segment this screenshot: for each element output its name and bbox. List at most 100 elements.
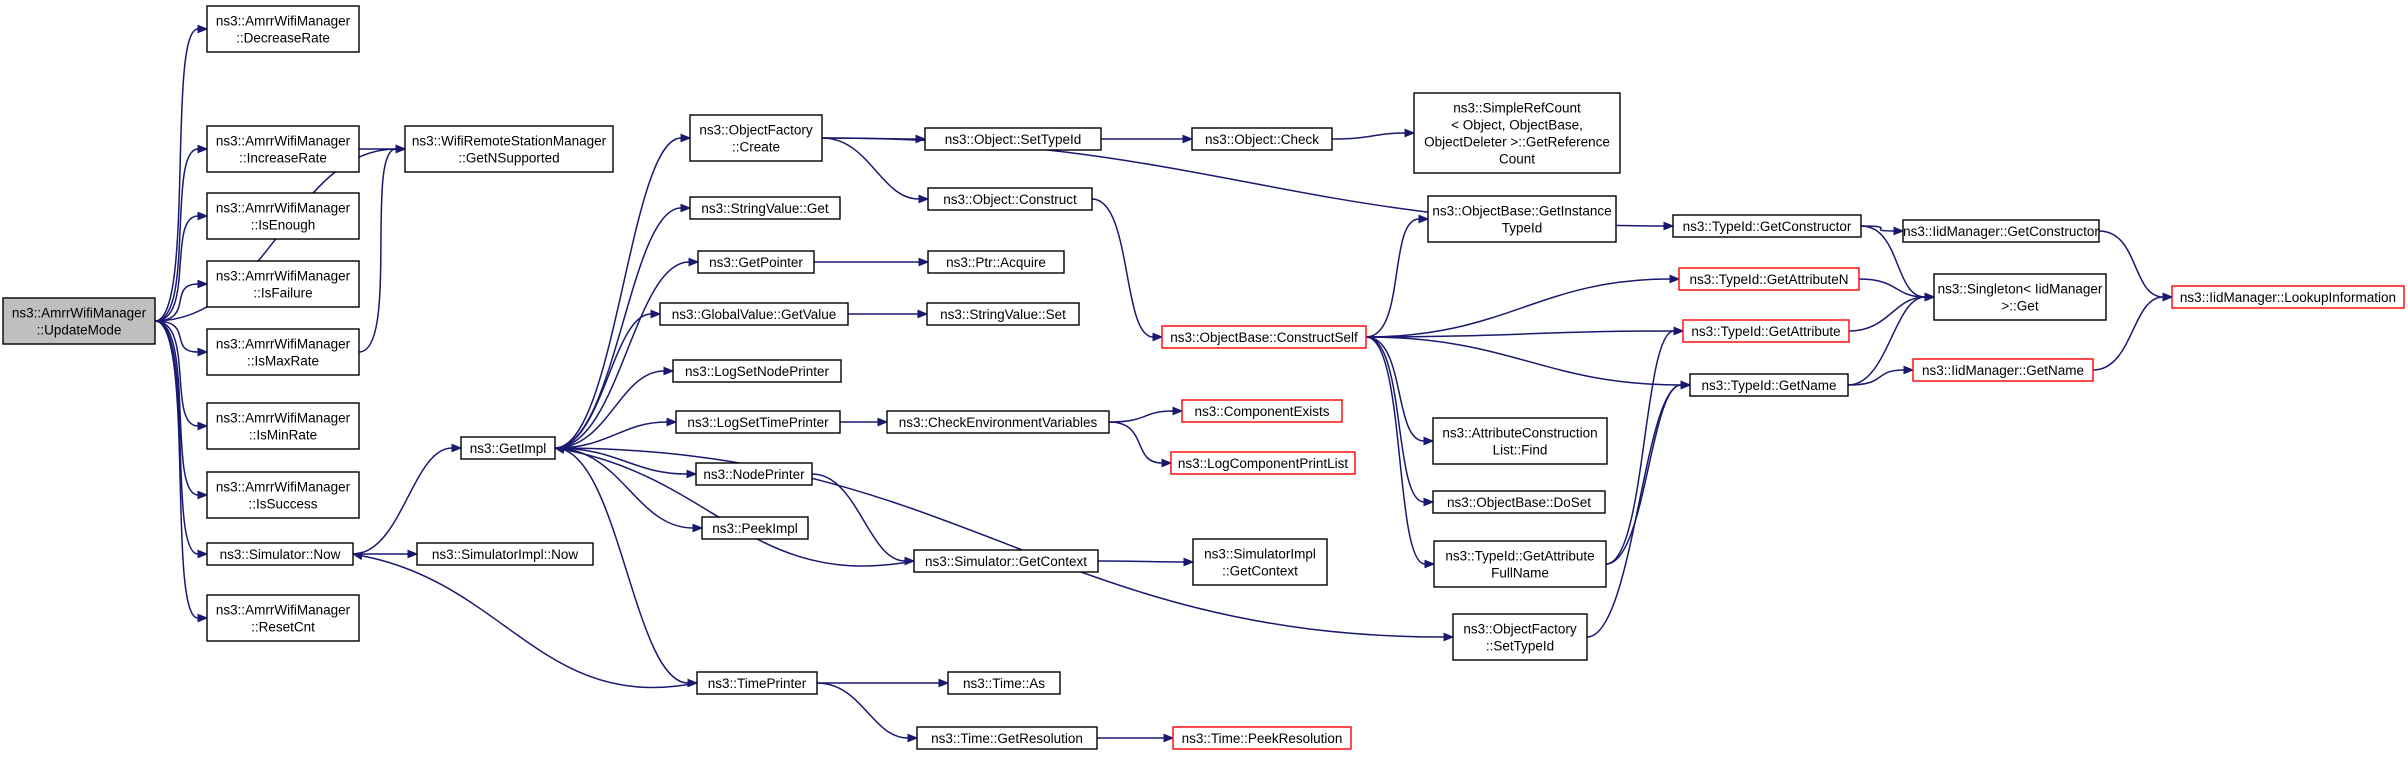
edge-line: [154, 320, 199, 496]
node-label-line: ns3::SimulatorImpl: [1204, 546, 1316, 561]
node-box: [206, 594, 360, 642]
node-box: [1192, 538, 1328, 586]
node-is-min-rate[interactable]: ns3::AmrrWifiManager::IsMinRate: [206, 402, 360, 450]
node-is-success[interactable]: ns3::AmrrWifiManager::IsSuccess: [206, 471, 360, 519]
edge-line: [1108, 421, 1163, 464]
node-label-line: ::IsMaxRate: [247, 353, 319, 368]
arrowhead-icon: [1680, 380, 1692, 390]
node-check-env-vars[interactable]: ns3::CheckEnvironmentVariables: [886, 410, 1110, 434]
edge-line: [1331, 132, 1406, 140]
node-typeid-getattributen[interactable]: ns3::TypeId::GetAttributeN: [1678, 267, 1860, 291]
node-objectfactory-settypeid[interactable]: ns3::ObjectFactory::SetTypeId: [1452, 613, 1588, 661]
node-logset-timeprinter[interactable]: ns3::LogSetTimePrinter: [675, 410, 841, 434]
edge-line: [554, 421, 668, 449]
node-box: [1672, 214, 1862, 238]
edge-time_printer-to-time_getresolution: [816, 682, 919, 743]
node-label-line: ns3::TypeId::GetAttributeN: [1689, 272, 1848, 287]
node-iidmanager-getname[interactable]: ns3::IidManager::GetName: [1912, 358, 2094, 382]
edge-line: [358, 148, 397, 353]
node-get-n-supported[interactable]: ns3::WifiRemoteStationManager::GetNSuppo…: [404, 125, 614, 173]
node-iidmanager-lookupinformation[interactable]: ns3::IidManager::LookupInformation: [2171, 285, 2405, 309]
node-label-line: ns3::AmrrWifiManager: [216, 268, 351, 283]
node-node-printer[interactable]: ns3::NodePrinter: [695, 462, 813, 486]
node-typeid-getattribute[interactable]: ns3::TypeId::GetAttribute: [1682, 319, 1850, 343]
node-stringvalue-get[interactable]: ns3::StringValue::Get: [689, 196, 841, 220]
node-simulator-now[interactable]: ns3::Simulator::Now: [206, 542, 354, 566]
arrowhead-icon: [1669, 274, 1681, 284]
node-objectfactory-create[interactable]: ns3::ObjectFactory::Create: [689, 114, 823, 162]
node-object-construct[interactable]: ns3::Object::Construct: [927, 187, 1093, 211]
node-reset-cnt[interactable]: ns3::AmrrWifiManager::ResetCnt: [206, 594, 360, 642]
arrowhead-icon: [451, 443, 463, 453]
edge-line: [554, 313, 652, 449]
node-iidmanager-getconstructor[interactable]: ns3::IidManager::GetConstructor: [1902, 219, 2100, 243]
node-typeid-getname[interactable]: ns3::TypeId::GetName: [1689, 373, 1849, 397]
node-box: [1432, 417, 1608, 465]
arrowhead-icon: [1924, 292, 1936, 302]
node-get-pointer[interactable]: ns3::GetPointer: [697, 250, 815, 274]
node-box: [206, 402, 360, 450]
node-logcomponent-printlist[interactable]: ns3::LogComponentPrintList: [1170, 451, 1356, 475]
node-box: [947, 671, 1061, 695]
edge-typeid_getconstructor-to-iidmanager_getconstructor: [1860, 225, 1905, 236]
node-is-enough[interactable]: ns3::AmrrWifiManager::IsEnough: [206, 192, 360, 240]
node-label-line: ns3::GetImpl: [470, 441, 547, 456]
node-increase-rate[interactable]: ns3::AmrrWifiManager::IncreaseRate: [206, 125, 360, 173]
edge-line: [1848, 296, 1926, 332]
edge-get_impl-to-objectfactory_settypeid: [554, 447, 1455, 642]
node-typeid-getconstructor[interactable]: ns3::TypeId::GetConstructor: [1672, 214, 1862, 238]
node-box: [927, 250, 1065, 274]
node-ptr-acquire[interactable]: ns3::Ptr::Acquire: [927, 250, 1065, 274]
node-time-getresolution[interactable]: ns3::Time::GetResolution: [916, 726, 1098, 750]
node-simulatorimpl-now[interactable]: ns3::SimulatorImpl::Now: [416, 542, 594, 566]
node-stringvalue-set[interactable]: ns3::StringValue::Set: [926, 302, 1080, 326]
edge-line: [154, 148, 199, 322]
node-box: [416, 542, 594, 566]
node-singleton-get[interactable]: ns3::Singleton< IidManager >::Get: [1933, 273, 2107, 321]
node-logset-nodeprinter[interactable]: ns3::LogSetNodePrinter: [672, 359, 842, 383]
edge-line: [154, 320, 199, 555]
node-time-as[interactable]: ns3::Time::As: [947, 671, 1061, 695]
edge-get_impl-to-node_printer: [554, 447, 698, 479]
edge-line: [2098, 230, 2164, 298]
node-box: [206, 542, 354, 566]
node-time-peekresolution[interactable]: ns3::Time::PeekResolution: [1172, 726, 1352, 750]
arrowhead-icon: [197, 24, 209, 34]
node-object-settypeid[interactable]: ns3::Object::SetTypeId: [924, 127, 1102, 151]
edge-objectbase_constructself-to-typeid_getname: [1365, 336, 1692, 390]
arrowhead-icon: [650, 309, 662, 319]
node-simulatorimpl-getcontext[interactable]: ns3::SimulatorImpl::GetContext: [1192, 538, 1328, 586]
arrowhead-icon: [407, 549, 419, 559]
node-objectbase-doset[interactable]: ns3::ObjectBase::DoSet: [1432, 490, 1606, 514]
node-get-impl[interactable]: ns3::GetImpl: [460, 436, 556, 460]
node-label-line: ns3::AmrrWifiManager: [12, 305, 147, 320]
node-decrease-rate[interactable]: ns3::AmrrWifiManager::DecreaseRate: [206, 5, 360, 53]
arrowhead-icon: [1443, 632, 1455, 642]
node-label-line: ns3::GlobalValue::GetValue: [672, 307, 837, 322]
node-component-exists[interactable]: ns3::ComponentExists: [1181, 399, 1343, 423]
arrowhead-icon: [395, 144, 407, 154]
arrowhead-icon: [197, 549, 209, 559]
arrowhead-icon: [666, 417, 678, 427]
node-globalvalue-getvalue[interactable]: ns3::GlobalValue::GetValue: [659, 302, 849, 326]
node-label-line: ns3::IidManager::LookupInformation: [2180, 290, 2396, 305]
node-simplerefcount-getrefcount[interactable]: ns3::SimpleRefCount< Object, ObjectBase,…: [1413, 92, 1621, 174]
node-label-line: ns3::WifiRemoteStationManager: [412, 133, 607, 148]
node-object-check[interactable]: ns3::Object::Check: [1191, 127, 1333, 151]
edge-objectfactory_create-to-object_construct: [821, 137, 930, 204]
node-peek-impl[interactable]: ns3::PeekImpl: [701, 516, 809, 540]
node-simulator-getcontext[interactable]: ns3::Simulator::GetContext: [913, 549, 1099, 573]
node-box: [206, 125, 360, 173]
node-is-max-rate[interactable]: ns3::AmrrWifiManager::IsMaxRate: [206, 328, 360, 376]
node-label-line: ns3::ObjectBase::ConstructSelf: [1170, 330, 1358, 345]
node-time-printer[interactable]: ns3::TimePrinter: [696, 671, 818, 695]
node-label-line: ns3::LogComponentPrintList: [1178, 456, 1349, 471]
node-box: [404, 125, 614, 173]
node-box: [206, 192, 360, 240]
node-objectbase-constructself[interactable]: ns3::ObjectBase::ConstructSelf: [1161, 325, 1367, 349]
arrowhead-icon: [917, 309, 929, 319]
node-is-failure[interactable]: ns3::AmrrWifiManager::IsFailure: [206, 260, 360, 308]
